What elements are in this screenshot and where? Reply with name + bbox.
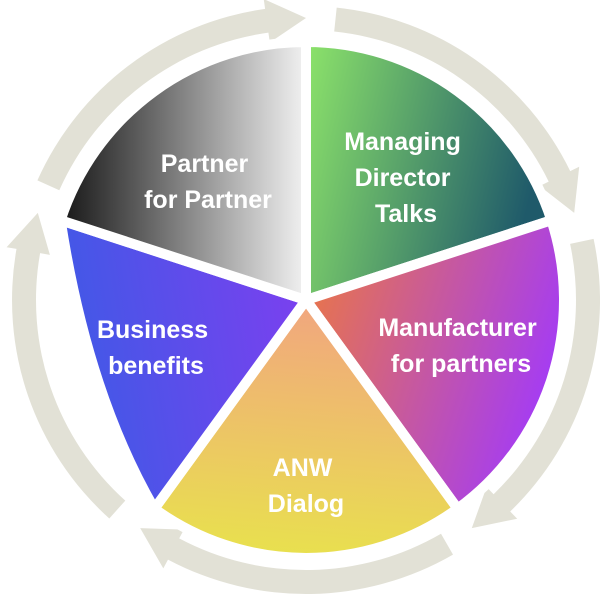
label-line: Manufacturer [378,314,537,342]
label-line: Managing [344,128,461,156]
label-line: Business [97,316,208,344]
ring-arrow-4 [6,212,126,519]
cycle-ring [6,0,600,594]
ring-arrow-3 [140,528,453,594]
label-line: Director [355,164,451,192]
segment-anw-dialog [55,215,311,514]
ring-arrow-5 [37,0,306,191]
ring-arrow-1 [334,7,580,213]
segment-managing-director-talks [301,215,569,514]
label-line: ANW [273,454,333,482]
label-line: benefits [108,352,204,380]
label-line: Talks [375,200,437,228]
segment-manufacturer-for-partners [149,295,463,563]
segment-business-benefits [55,37,311,305]
label-line: Dialog [268,490,344,518]
label-line: for partners [391,350,531,378]
label-anw-dialog: ANW Dialog [268,454,344,518]
label-line: for Partner [144,186,272,214]
label-business-benefits: Business benefits [97,316,215,380]
label-managing-director-talks: Managing Director Talks [344,128,468,228]
label-partner-for-partner: Partner for Partner [144,150,272,214]
label-line: Partner [161,150,249,178]
label-manufacturer-for-partners: Manufacturer for partners [378,314,543,378]
ring-arrow-2 [471,238,600,529]
segments-group [55,37,569,563]
